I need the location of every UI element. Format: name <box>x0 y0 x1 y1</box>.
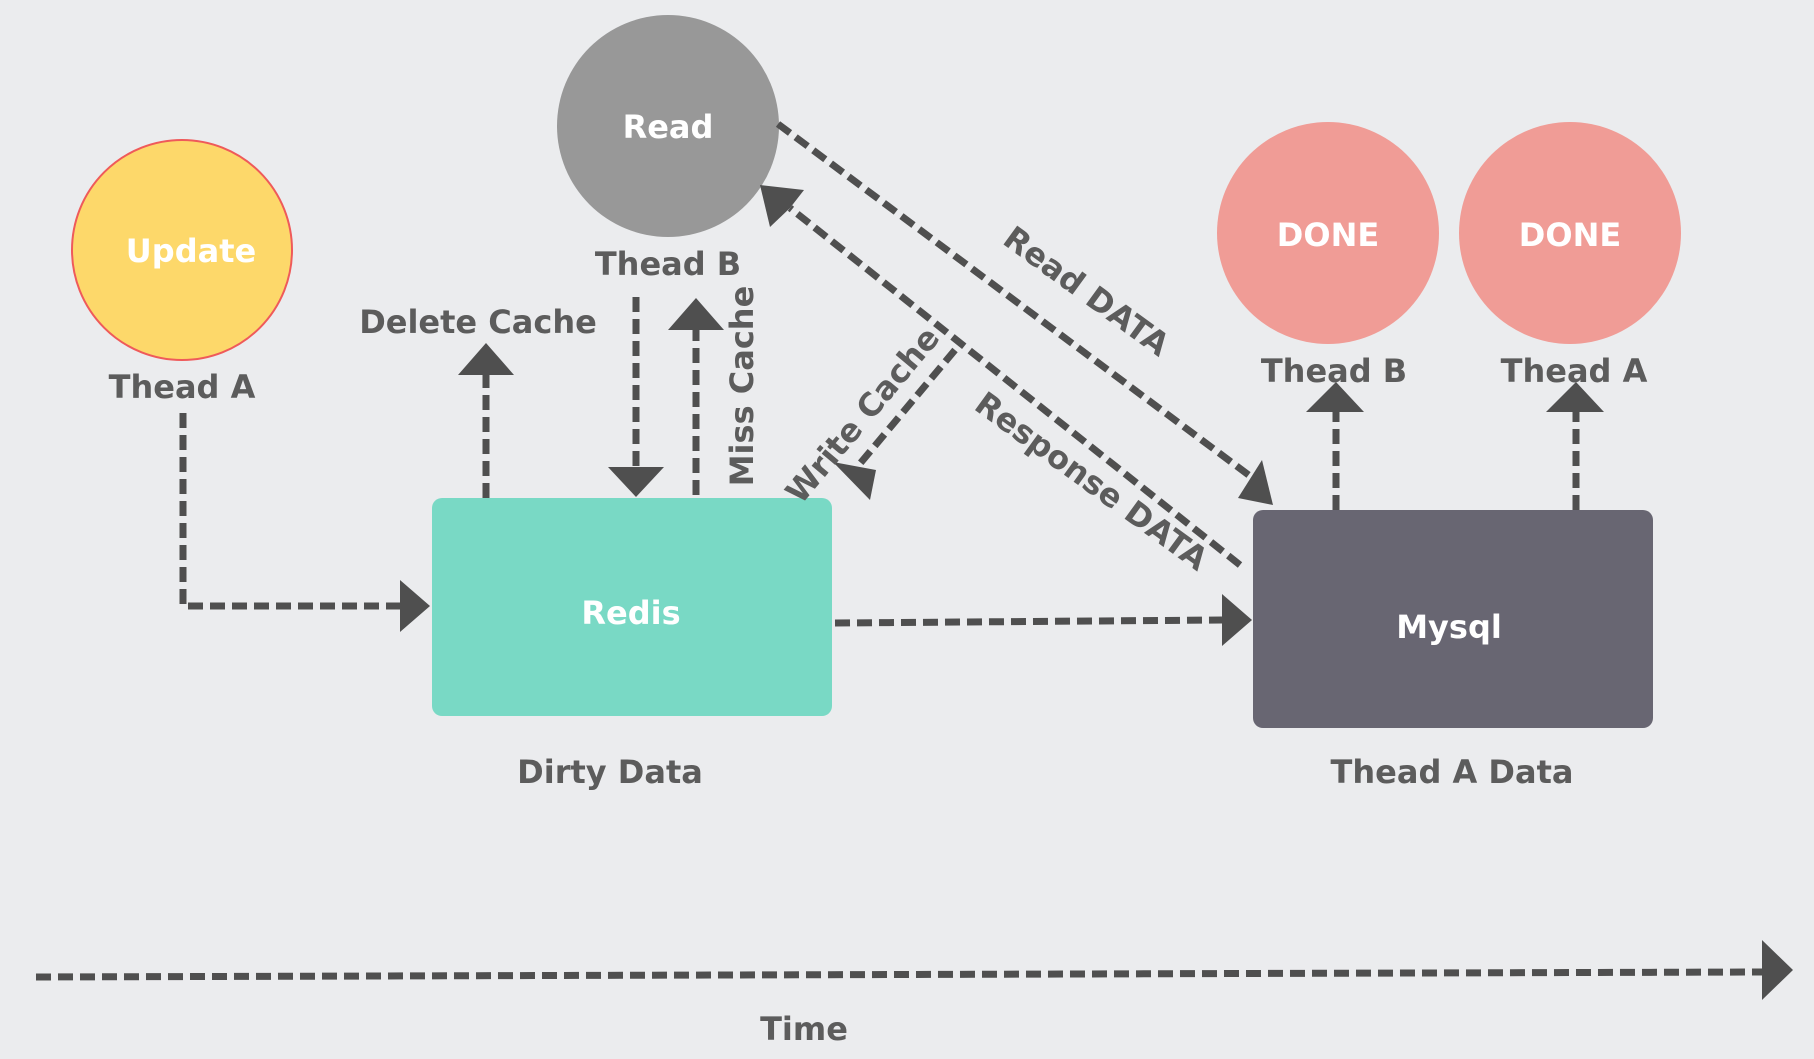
response-data-label: Response DATA <box>968 384 1215 578</box>
redis-box: Redis <box>432 498 832 716</box>
mysql-label: Mysql <box>1396 608 1502 646</box>
write-cache-arrow <box>833 347 958 500</box>
read-data-arrow <box>775 121 1273 505</box>
read-node: Read <box>557 15 779 237</box>
mysql-to-done-b-arrow <box>1306 382 1364 510</box>
done-thread-b-node: DONE <box>1217 122 1439 344</box>
update-label: Update <box>126 232 256 270</box>
miss-cache-arrow <box>668 298 724 495</box>
done-thread-b-caption: Thead B <box>1261 352 1407 390</box>
response-data-arrow <box>760 185 1243 568</box>
read-label: Read <box>623 108 714 146</box>
timeline-arrow <box>35 940 1793 1000</box>
redis-to-mysql-arrow <box>834 594 1252 646</box>
delete-cache-label: Delete Cache <box>359 303 597 341</box>
mysql-caption: Thead A Data <box>1331 753 1574 791</box>
read-to-redis-arrow <box>608 297 664 497</box>
redis-label: Redis <box>581 594 680 632</box>
done-thread-a-caption: Thead A <box>1501 352 1648 390</box>
mysql-box: Mysql <box>1253 510 1653 728</box>
miss-cache-label: Miss Cache <box>723 286 761 487</box>
done-thread-b-label: DONE <box>1277 216 1379 254</box>
mysql-to-done-a-arrow <box>1546 382 1604 510</box>
timeline-label: Time <box>760 1010 848 1048</box>
update-caption: Thead A <box>109 368 256 406</box>
done-thread-a-label: DONE <box>1519 216 1621 254</box>
read-caption: Thead B <box>595 245 741 283</box>
delete-cache-arrow <box>458 343 514 498</box>
update-node: Update <box>71 139 293 361</box>
read-data-label: Read DATA <box>996 218 1176 363</box>
update-to-redis-arrow <box>179 413 430 632</box>
redis-caption: Dirty Data <box>517 753 703 791</box>
done-thread-a-node: DONE <box>1459 122 1681 344</box>
